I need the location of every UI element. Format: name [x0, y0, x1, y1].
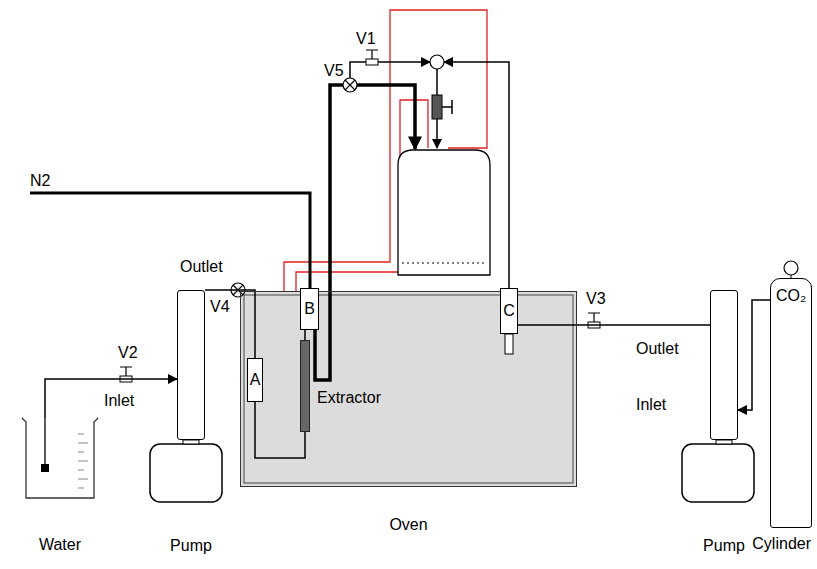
pipe-line: [518, 324, 710, 326]
water-beaker: Water: [20, 418, 100, 500]
pump-base: [150, 444, 222, 502]
part-label: Water: [39, 536, 81, 554]
pump-column: Pump: [177, 290, 205, 440]
thin-line: [350, 62, 430, 85]
graduation-mark: [78, 443, 88, 444]
n2-line: [30, 193, 310, 288]
graduation-mark: [78, 479, 88, 480]
pipe-line: [738, 300, 770, 410]
graduation-mark: [78, 452, 84, 453]
pump-neck: [716, 440, 732, 444]
pump-base: [682, 444, 754, 502]
part-label: Oven: [389, 516, 427, 534]
flow-label: Inlet: [636, 396, 666, 414]
dip-tube: [44, 418, 45, 464]
extractor-column: Extractor: [300, 340, 310, 432]
oven-box: OvenABCExtractor: [240, 291, 577, 487]
graduation-mark: [78, 434, 84, 435]
part-label: Pump: [703, 537, 745, 555]
part-label: Pump: [170, 537, 212, 555]
oven-inner-wall: [244, 295, 573, 483]
part-label: CO₂: [776, 287, 806, 305]
beaker-outline: [20, 418, 100, 500]
valve-v5: [343, 78, 357, 92]
valve-label: V2: [118, 344, 138, 362]
three-way-valve: [430, 55, 444, 69]
box-letter: A: [250, 371, 261, 389]
pipe-line: [45, 379, 177, 418]
valve-label: V4: [210, 298, 230, 316]
flow-label: Outlet: [180, 258, 223, 276]
filter: [432, 95, 442, 119]
filter-handle: [442, 100, 452, 114]
pipe-line: [205, 290, 255, 358]
graduation-mark: [78, 470, 84, 471]
tube-filter: [41, 464, 49, 472]
valve-v1: [366, 50, 378, 65]
pipe-line: [255, 402, 305, 458]
vessel-box: A: [247, 358, 263, 402]
box-letter: B: [304, 300, 315, 318]
thin-line: [436, 69, 438, 95]
valve-label: V5: [324, 62, 344, 80]
thin-line: [436, 119, 438, 148]
flow-label: N2: [30, 172, 50, 190]
cylinder-valve: [784, 261, 798, 275]
flow-label: Outlet: [636, 340, 679, 358]
liquid-level: [402, 263, 486, 264]
valve-label: V1: [356, 30, 376, 48]
graduation-mark: [78, 488, 84, 489]
part-label: Extractor: [317, 389, 381, 407]
valve-label: V3: [586, 290, 606, 308]
collection-vessel: [398, 150, 490, 275]
c-tube: [505, 334, 513, 354]
pump-neck: [183, 440, 199, 444]
graduation-mark: [78, 461, 88, 462]
oven-fill: [240, 291, 577, 487]
vessel-box: B: [300, 288, 319, 330]
gas-cylinder: CO₂Cylinder: [770, 278, 812, 528]
pump-column: Pump: [710, 290, 738, 440]
beaker-wall: [22, 418, 98, 498]
part-label: Cylinder: [752, 535, 811, 553]
box-letter: C: [503, 302, 515, 320]
vessel-box: C: [500, 288, 518, 334]
pipe-line: [304, 330, 306, 340]
flow-label: Inlet: [104, 392, 134, 410]
